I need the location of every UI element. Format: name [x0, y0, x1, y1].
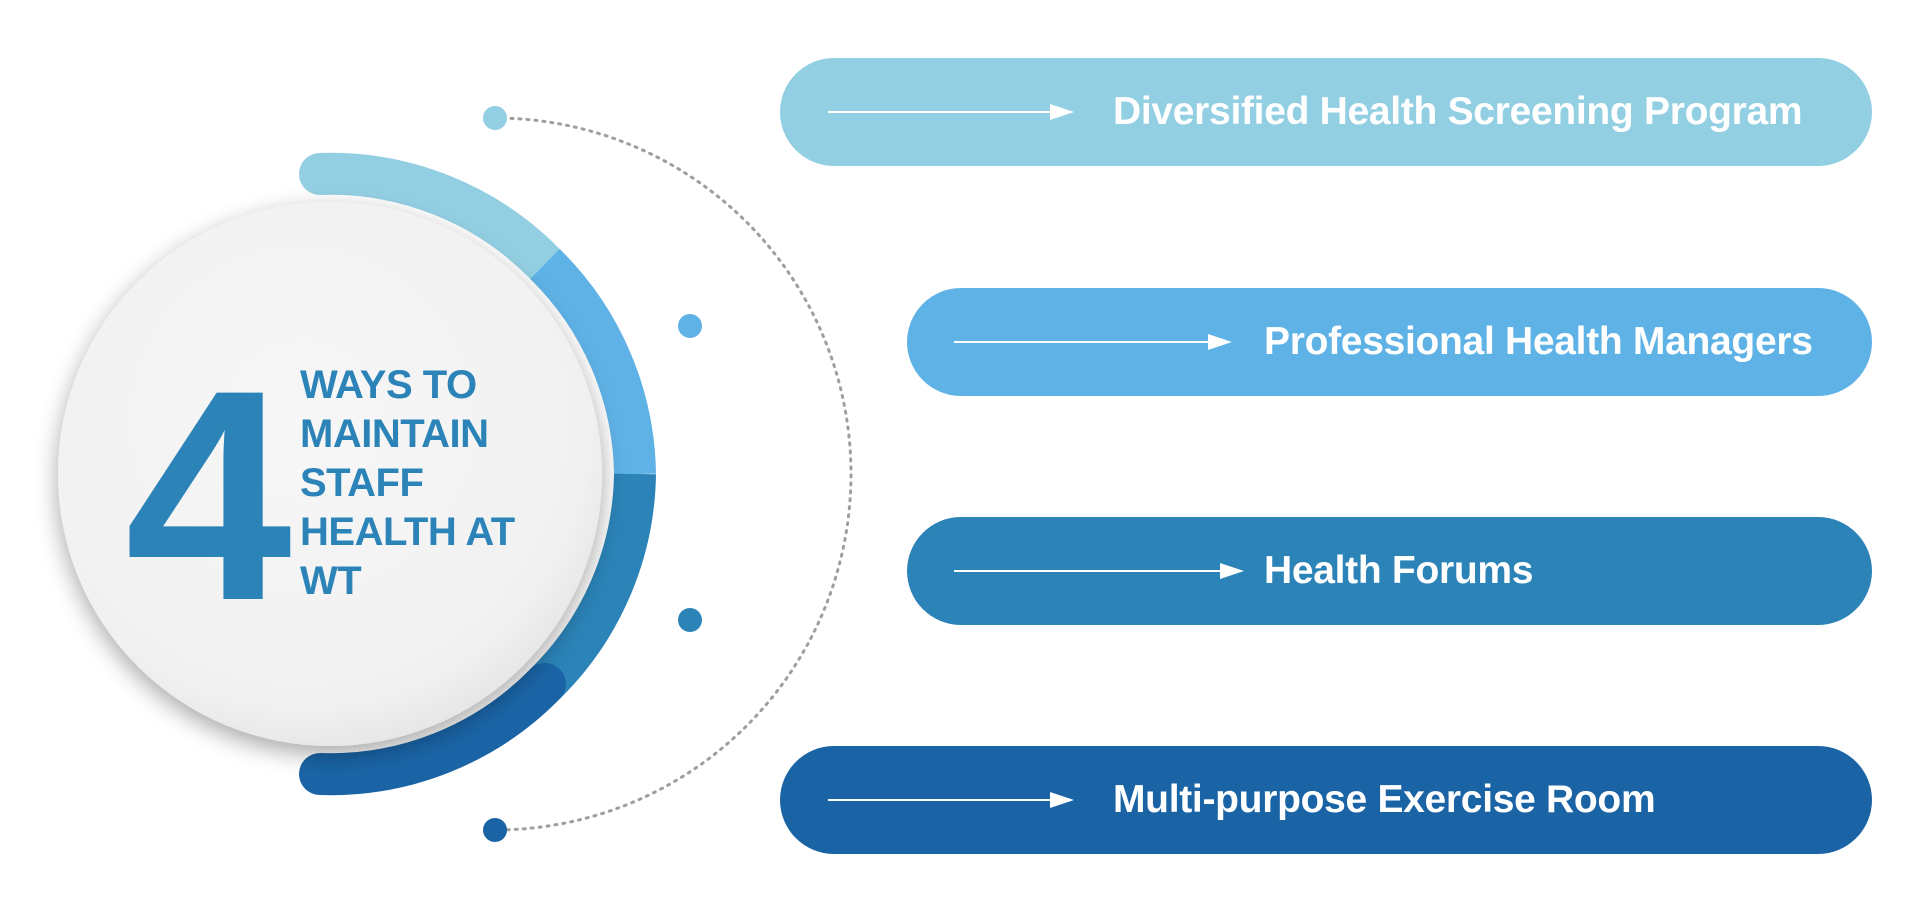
connector-dot-2 — [678, 314, 702, 338]
hub-circle — [58, 202, 602, 746]
item-label: Multi-purpose Exercise Room — [1113, 778, 1656, 821]
hub-number: 4 — [125, 327, 292, 663]
arrow-right-icon — [828, 792, 1074, 808]
arrow-right-icon — [954, 563, 1244, 579]
hub-caption-line: WAYS TO — [300, 363, 477, 407]
connector-dot-3 — [678, 608, 702, 632]
connector-dot-4 — [483, 818, 507, 842]
arrow-right-icon — [954, 334, 1232, 350]
item-pill-health-forums: Health Forums — [907, 517, 1872, 625]
arc-segment-2 — [530, 249, 656, 475]
item-label: Professional Health Managers — [1264, 320, 1813, 363]
item-label: Diversified Health Screening Program — [1113, 90, 1803, 133]
item-pill-professional-health-managers: Professional Health Managers — [907, 288, 1872, 396]
dotted-connector-arc — [493, 116, 853, 832]
hub-caption-line: MAINTAIN — [300, 412, 489, 456]
hub-caption: WAYS TO MAINTAIN STAFF HEALTH AT WT — [300, 361, 540, 606]
arrow-right-icon — [828, 104, 1074, 120]
arc-segment-4 — [299, 663, 566, 796]
connector-dot-1 — [483, 106, 507, 130]
hub-caption-line: HEALTH AT — [300, 510, 515, 554]
hub-text: 4 WAYS TO MAINTAIN STAFF HEALTH AT WT — [125, 345, 545, 645]
item-pill-diversified-health-screening: Diversified Health Screening Program — [780, 58, 1872, 166]
item-label: Health Forums — [1264, 549, 1534, 592]
item-pill-multi-purpose-exercise-room: Multi-purpose Exercise Room — [780, 746, 1872, 854]
arc-segment-1 — [299, 152, 566, 285]
hub-caption-line: STAFF — [300, 461, 424, 505]
hub-caption-line: WT — [300, 559, 362, 603]
arc-segment-3 — [530, 473, 656, 699]
